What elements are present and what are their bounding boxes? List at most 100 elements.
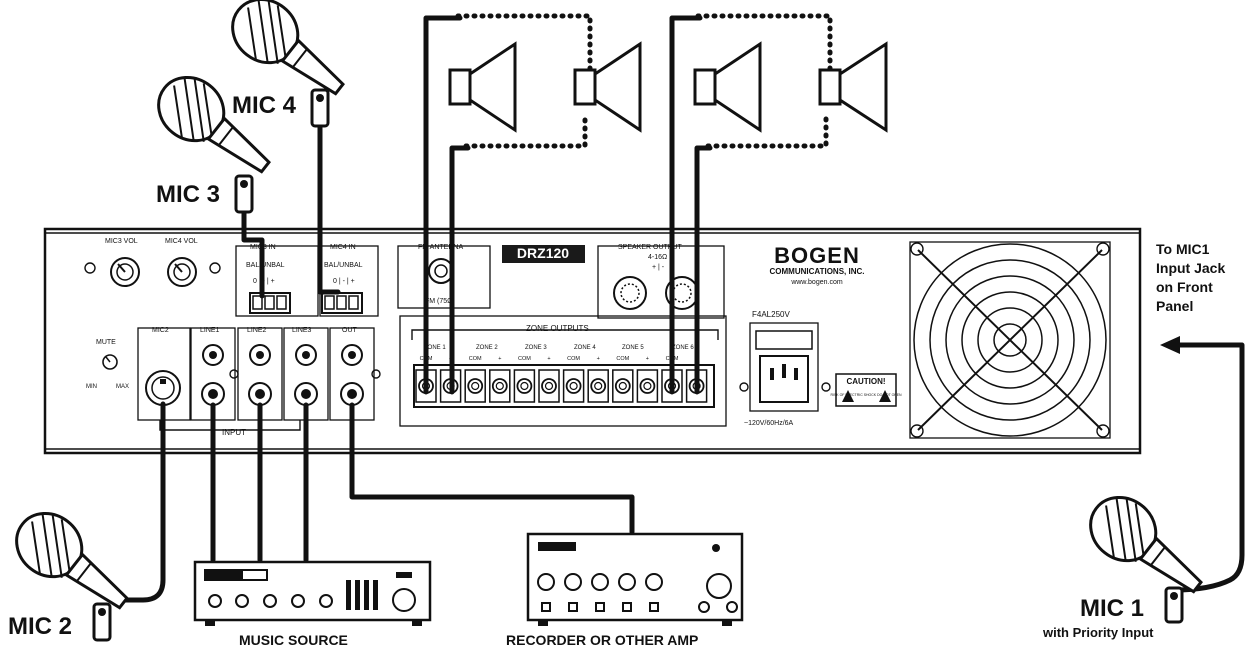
svg-text:MIC4 VOL: MIC4 VOL [165,238,198,245]
line1-rca-jack-bottom [201,382,225,406]
zone-plus-label: + [646,356,649,362]
microphone-icon-mic2 [15,511,129,610]
line2-rca-jack-top [249,344,271,366]
svg-text:To MIC1: To MIC1 [1156,241,1210,257]
zone-terminal-screw [489,369,511,403]
svg-text:LINE2: LINE2 [247,327,267,334]
svg-text:MIC4 IN: MIC4 IN [330,244,356,251]
svg-text:CAUTION!: CAUTION! [846,377,885,386]
label-mic1-sub: with Priority Input [1042,625,1154,640]
line2-rca-jack-bottom [248,382,272,406]
zone-terminal-screw [612,369,634,403]
svg-text:~120V/60Hz/6A: ~120V/60Hz/6A [744,420,794,427]
mic-clip-icon [1164,586,1184,624]
svg-text:ZONE 2: ZONE 2 [476,345,498,351]
svg-text:FM (75Ω): FM (75Ω) [425,298,455,305]
svg-text:MAX: MAX [116,384,129,390]
mic-clip-icon [92,602,112,642]
zone-terminal-screw [562,369,585,403]
mic-clip-icon [310,88,330,128]
svg-text:BAL/UNBAL: BAL/UNBAL [324,262,363,269]
svg-text:ZONE 4: ZONE 4 [574,345,596,351]
model-badge: DRZ120 [502,245,585,263]
svg-text:4-16Ω: 4-16Ω [648,254,667,261]
svg-text:ZONE 3: ZONE 3 [525,345,547,351]
label-to-mic1-front-panel: To MIC1 Input Jack on Front Panel [1156,241,1225,314]
svg-text:ZONE 1: ZONE 1 [424,345,446,351]
svg-text:Input Jack: Input Jack [1156,260,1225,276]
zone-terminal-screw [538,369,560,403]
mic4-volume-knob[interactable]: MIC4 VOL [165,238,198,287]
mic2-xlr-jack [145,370,181,406]
mic4-in-terminal: MIC4 IN BAL/UNBAL 0 | - | + [319,244,379,317]
microphone-icon-mic4 [231,0,345,96]
out-rca-jack-top [341,344,363,366]
svg-text:BAL/UNBAL: BAL/UNBAL [246,262,285,269]
music-source-device [193,560,432,626]
label-mic1: MIC 1 [1080,595,1144,622]
label-mic2: MIC 2 [8,613,72,640]
amplifier-rear-panel: MIC3 VOL MIC4 VOL MIC3 IN BAL/UNBAL 0 | … [43,227,1142,455]
zone-plus-label: + [547,356,550,362]
mute-knob[interactable]: MUTE MIN MAX [86,339,129,390]
svg-text:OUT: OUT [342,327,358,334]
svg-text:MIC2: MIC2 [152,327,169,334]
cooling-fan-grille [909,241,1111,439]
caution-label: CAUTION! RISK OF ELECTRIC SHOCK DO NOT O… [830,373,902,407]
microphone-icon-mic3 [157,75,271,174]
fm-antenna-jack: FM ANTENNA FM (75Ω) [397,244,491,309]
svg-text:MIN: MIN [86,384,97,390]
svg-text:COMMUNICATIONS, INC.: COMMUNICATIONS, INC. [770,267,865,276]
speaker-icon [818,41,888,133]
svg-text:0 | - | +: 0 | - | + [333,278,355,285]
svg-text:on Front: on Front [1156,279,1213,295]
label-music-source: MUSIC SOURCE [239,632,348,648]
svg-text:Panel: Panel [1156,298,1193,314]
svg-text:DRZ120: DRZ120 [517,245,569,261]
zone-terminal-screw [513,369,536,403]
speaker-icon [448,41,517,133]
mic3-volume-knob[interactable]: MIC3 VOL [105,238,140,287]
zone-terminal-screw [464,369,486,403]
zone-com-label: COM [469,356,482,362]
svg-text:MUTE: MUTE [96,339,116,346]
mic-clip-icon [234,174,254,214]
svg-text:ZONE OUTPUTS: ZONE OUTPUTS [526,324,589,333]
svg-text:+ | -: + | - [652,264,665,271]
svg-text:INPUT: INPUT [222,428,246,437]
svg-text:MIC3 VOL: MIC3 VOL [105,238,138,245]
svg-text:ZONE 5: ZONE 5 [622,345,644,351]
svg-text:FM ANTENNA: FM ANTENNA [418,244,463,251]
zone-terminal-screw [587,369,609,403]
svg-text:F4AL250V: F4AL250V [752,310,790,319]
svg-text:SPEAKER OUTPUT: SPEAKER OUTPUT [618,244,683,251]
speaker-icon [693,41,762,133]
label-mic4: MIC 4 [232,92,297,119]
svg-text:ZONE 6: ZONE 6 [672,345,694,351]
input-section: MIC2 LINE1 LINE2 LINE3 OUT INPUT [137,327,381,437]
line3-rca-jack-bottom [294,382,318,406]
zone-outputs-terminal-strip: ZONE OUTPUTS ZONE 1 ZONE 2 ZONE 3 ZONE 4… [399,315,727,427]
label-recorder: RECORDER OR OTHER AMP [506,632,698,648]
zone-com-label: COM [567,356,580,362]
svg-text:LINE1: LINE1 [200,327,220,334]
speaker-group-2 [693,13,888,149]
svg-text:BOGEN: BOGEN [774,243,860,268]
label-mic3: MIC 3 [156,181,220,208]
out-rca-jack-bottom [340,382,364,406]
zone-com-label: COM [616,356,629,362]
bogen-logo: BOGEN COMMUNICATIONS, INC. www.bogen.com [770,243,865,286]
zone-plus-label: + [498,356,501,362]
svg-text:RISK OF ELECTRIC SHOCK DO NOT: RISK OF ELECTRIC SHOCK DO NOT OPEN [830,393,902,397]
speaker-icon [573,41,642,133]
recorder-device [526,532,744,626]
svg-text:LINE3: LINE3 [292,327,312,334]
zone-plus-label: + [597,356,600,362]
power-inlet: F4AL250V ~120V/60Hz/6A [739,310,831,427]
svg-text:www.bogen.com: www.bogen.com [790,279,843,286]
microphone-icon-mic1 [1089,495,1203,594]
line3-rca-jack-top [295,344,317,366]
zone-terminal-screw [636,369,659,403]
